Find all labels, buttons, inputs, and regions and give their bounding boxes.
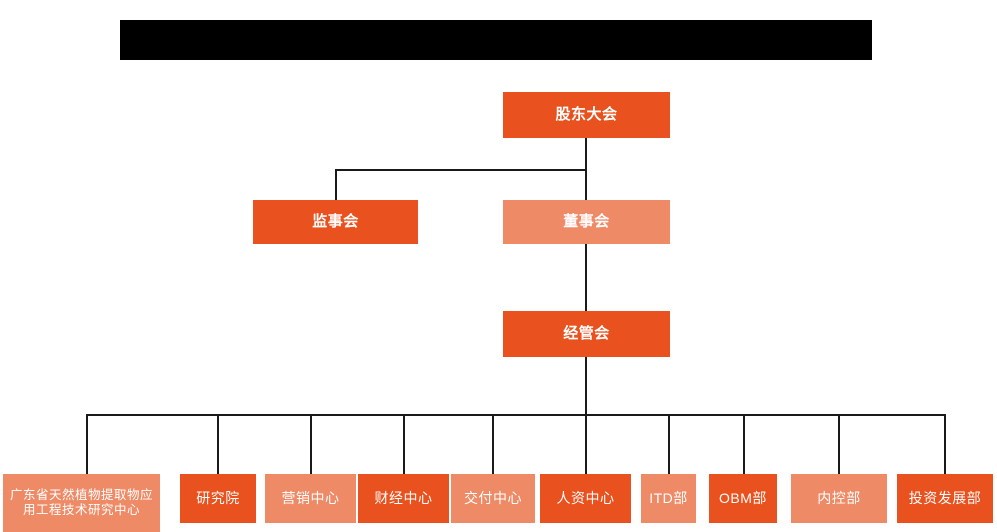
connector-drop-delivery-center — [492, 414, 494, 474]
connector-drop-guangdong-research-center — [86, 414, 88, 474]
connector-drop-hr-center — [585, 414, 587, 474]
node-investment-development-department[interactable]: 投资发展部 — [897, 474, 993, 523]
connector-supervisors-drop — [335, 169, 337, 201]
connector-directors-to-management — [585, 243, 587, 311]
node-board-of-supervisors[interactable]: 监事会 — [253, 200, 418, 244]
redacted-title-bar — [120, 20, 872, 60]
connector-drop-marketing-center — [310, 414, 312, 474]
node-itd-department[interactable]: ITD部 — [641, 474, 696, 523]
connector-drop-finance-center — [403, 414, 405, 474]
connector-drop-itd-department — [668, 414, 670, 474]
connector-level2-bus — [336, 169, 587, 171]
node-obm-department[interactable]: OBM部 — [709, 474, 777, 523]
node-shareholders-meeting[interactable]: 股东大会 — [503, 92, 670, 138]
connector-drop-investment-development-department — [944, 414, 946, 474]
node-marketing-center[interactable]: 营销中心 — [265, 474, 356, 523]
node-finance-center[interactable]: 财经中心 — [358, 474, 449, 523]
node-hr-center[interactable]: 人资中心 — [540, 474, 631, 523]
connector-drop-internal-control-department — [838, 414, 840, 474]
node-delivery-center[interactable]: 交付中心 — [451, 474, 535, 523]
node-management-committee[interactable]: 经管会 — [503, 311, 670, 357]
node-guangdong-research-center[interactable]: 广东省天然植物提取物应用工程技术研究中心 — [3, 474, 160, 532]
connector-drop-research-institute — [217, 414, 219, 474]
node-board-of-directors[interactable]: 董事会 — [503, 200, 670, 244]
connector-shareholders-down — [585, 138, 587, 171]
node-research-institute[interactable]: 研究院 — [180, 474, 256, 523]
connector-directors-drop — [585, 169, 587, 201]
connector-management-down — [585, 357, 587, 415]
node-internal-control-department[interactable]: 内控部 — [791, 474, 887, 523]
connector-drop-obm-department — [743, 414, 745, 474]
connector-level4-bus — [86, 414, 945, 416]
